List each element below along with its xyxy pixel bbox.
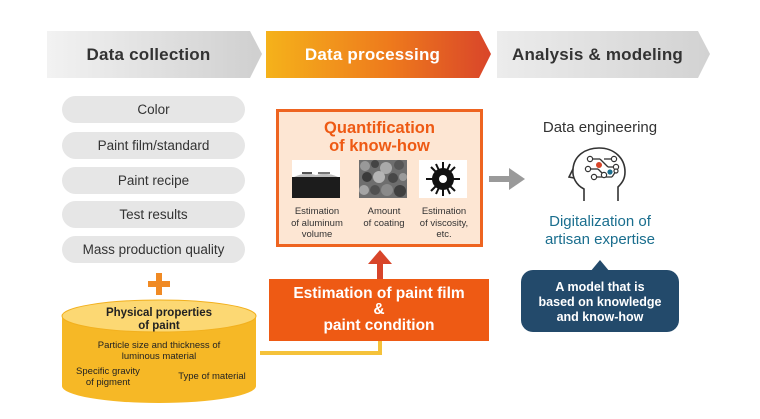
- up-arrow-icon: [368, 250, 392, 280]
- caption-viscosity: Estimation of viscosity, etc.: [419, 206, 469, 240]
- data-item-color: Color: [62, 96, 245, 123]
- physical-properties-cylinder: [61, 299, 257, 403]
- quantification-title: Quantification of know-how: [324, 119, 435, 155]
- estimation-box: Estimation of paint film & paint conditi…: [269, 279, 489, 341]
- viscosity-splash-image: [419, 160, 467, 198]
- stage-processing-chevron: [266, 31, 491, 78]
- caption-coating: Amount of coating: [363, 206, 405, 229]
- model-text: A model that is based on knowledge and k…: [538, 280, 662, 324]
- connector-line: [260, 338, 382, 355]
- physical-item-material: Type of material: [178, 371, 246, 382]
- stage-header: [47, 31, 710, 78]
- data-item-paint-film: Paint film/standard: [62, 132, 245, 159]
- coating-texture-image: [359, 160, 407, 198]
- physical-properties-title: Physical properties of paint: [105, 307, 213, 332]
- estimation-line3: paint condition: [323, 317, 435, 334]
- data-item-paint-recipe: Paint recipe: [62, 167, 245, 194]
- physical-item-gravity: Specific gravity of pigment: [76, 366, 140, 388]
- stage-processing-label: Data processing: [304, 44, 441, 64]
- data-item-mass-production: Mass production quality: [62, 236, 245, 263]
- brain-head-icon: [568, 147, 626, 201]
- stage-collection-chevron: [47, 31, 262, 78]
- physical-item-particle: Particle size and thickness of luminous …: [97, 340, 221, 362]
- stage-analysis-label: Analysis & modeling: [511, 44, 683, 64]
- estimation-line1: Estimation of paint film: [293, 285, 465, 302]
- digitalization-label: Digitalization of artisan expertise: [544, 213, 656, 248]
- aluminum-volume-image: [292, 160, 340, 198]
- model-bubble: [521, 260, 679, 332]
- data-engineering-label: Data engineering: [542, 119, 658, 136]
- right-arrow-icon: [489, 168, 525, 190]
- estimation-line2: &: [373, 301, 385, 318]
- stage-analysis-chevron: [497, 31, 710, 78]
- stage-collection-label: Data collection: [86, 44, 211, 64]
- caption-aluminum: Estimation of aluminum volume: [291, 206, 343, 240]
- quantification-box: Quantification of know-how Estimation of…: [276, 109, 483, 247]
- plus-icon: [148, 273, 170, 295]
- data-item-test-results: Test results: [62, 201, 245, 228]
